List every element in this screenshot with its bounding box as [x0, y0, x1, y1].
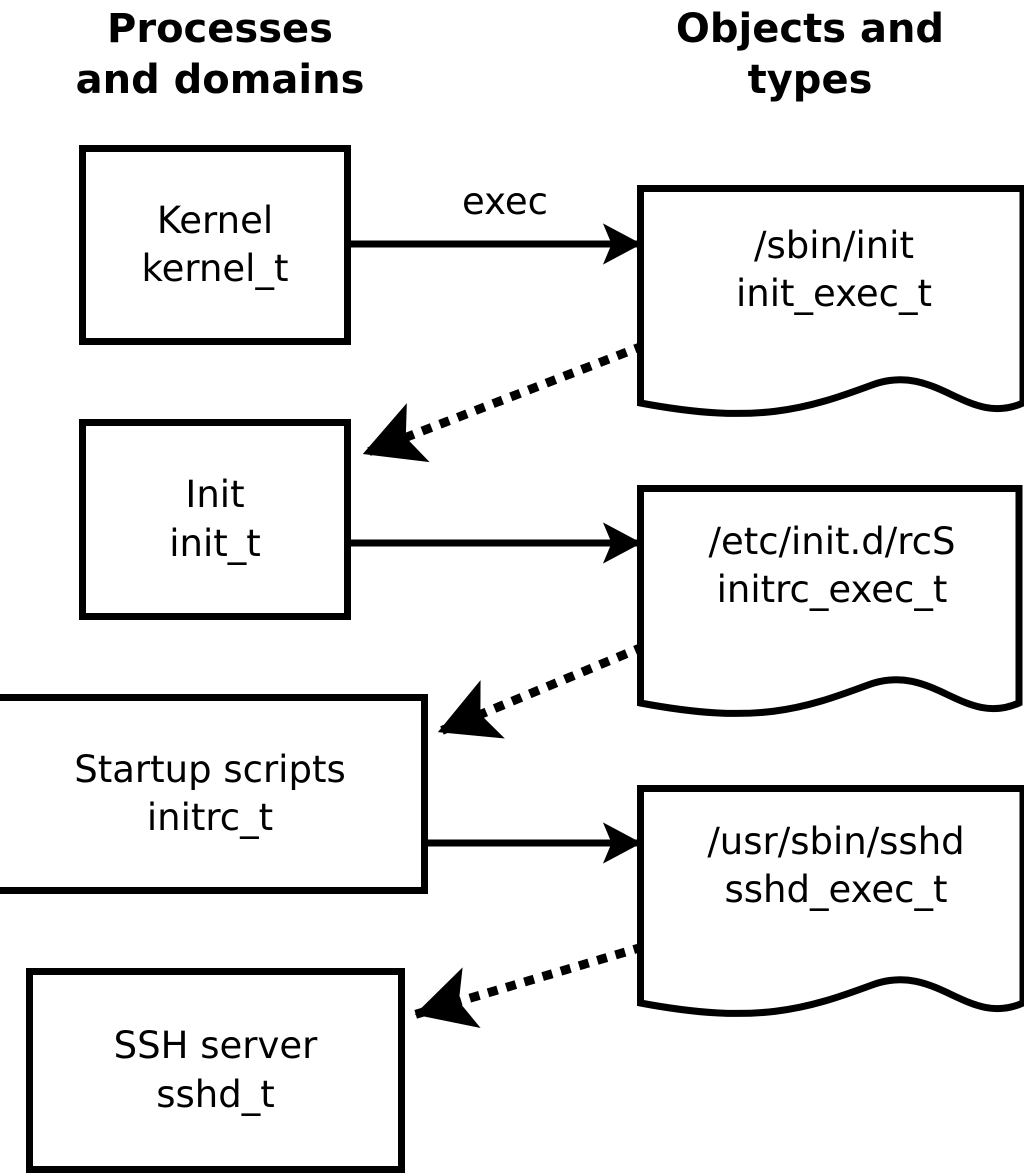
edge-init-exec-transition-init — [362, 341, 646, 463]
column-header-objects: Objects and types — [675, 6, 945, 104]
object-doc-initrc-exec-label: /etc/init.d/rcS initrc_exec_t — [708, 520, 956, 612]
column-header-processes: Processes and domains — [75, 6, 365, 104]
process-box-startup-scripts-label: Startup scripts initrc_t — [74, 747, 346, 839]
process-box-kernel-label: Kernel kernel_t — [141, 198, 289, 290]
edge-sshd-exec-transition-sshd — [414, 942, 645, 1029]
object-doc-initrc-exec[interactable] — [637, 485, 1024, 745]
object-doc-init-exec[interactable] — [637, 185, 1024, 445]
process-box-kernel[interactable]: Kernel kernel_t — [79, 145, 351, 345]
process-box-init[interactable]: Init init_t — [79, 419, 351, 620]
process-box-ssh-server[interactable]: SSH server sshd_t — [26, 968, 405, 1173]
object-doc-sshd-exec[interactable] — [637, 785, 1024, 1045]
edge-rcS-transition-initrc — [437, 642, 646, 739]
process-box-startup-scripts[interactable]: Startup scripts initrc_t — [0, 694, 428, 894]
object-doc-sshd-exec-label: /usr/sbin/sshd sshd_exec_t — [707, 820, 965, 912]
object-doc-init-exec-label: /sbin/init init_exec_t — [735, 224, 932, 316]
edge-label-exec: exec — [462, 180, 548, 223]
process-box-init-label: Init init_t — [169, 473, 261, 565]
process-box-ssh-server-label: SSH server sshd_t — [113, 1024, 318, 1116]
